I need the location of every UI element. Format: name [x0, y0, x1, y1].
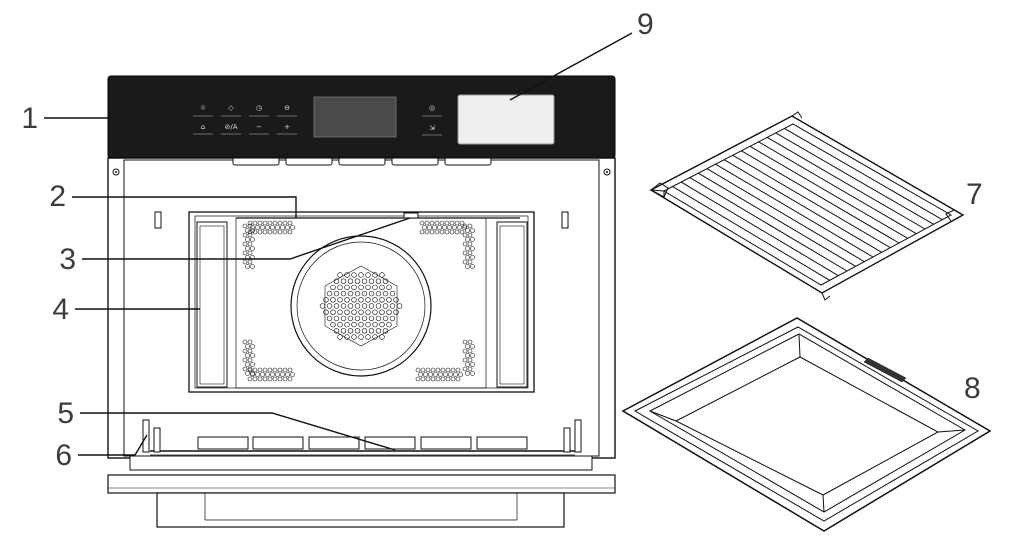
control-panel: ☼ ◇ ◷ ⊖ ⌂ ⊘/A − + ◎ ⇲	[107, 75, 616, 159]
leader-lines	[44, 32, 633, 456]
callout-3: 3	[59, 243, 76, 276]
stop-key-icon: ⊖	[284, 104, 290, 112]
callout-2: 2	[49, 180, 66, 213]
callout-4: 4	[52, 293, 69, 326]
minus-key-icon: −	[256, 123, 262, 131]
callout-labels: 1 2 3 4 5 6 7 8 9	[21, 8, 982, 472]
display-screen	[313, 96, 397, 138]
oven-door	[107, 419, 616, 528]
plus-key-icon: +	[284, 123, 290, 131]
baking-tray	[621, 317, 992, 532]
callout-8: 8	[964, 372, 981, 405]
callout-7: 7	[966, 178, 983, 211]
mode-key-icon: ◇	[228, 104, 234, 112]
start-key-icon: ◎	[429, 104, 435, 112]
door-key-icon: ⇲	[429, 124, 435, 132]
callout-5: 5	[57, 397, 74, 430]
ventilation-holes	[242, 220, 475, 382]
card-window	[457, 94, 555, 145]
auto-key-icon: ⊘/A	[224, 123, 237, 131]
menu-key-icon: ⌂	[201, 123, 205, 131]
light-key-icon: ☼	[200, 104, 206, 112]
callout-9: 9	[637, 8, 654, 41]
wire-rack	[649, 111, 965, 301]
timer-key-icon: ◷	[256, 104, 263, 112]
callout-6: 6	[55, 439, 72, 472]
callout-1: 1	[21, 102, 38, 135]
